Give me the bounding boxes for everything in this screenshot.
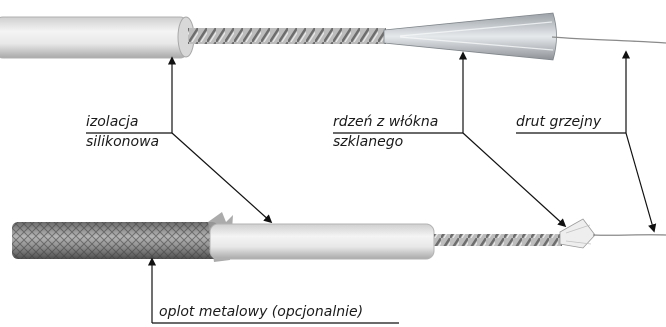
core-arrow-down — [463, 133, 565, 226]
wire-label: drut grzejny — [516, 114, 601, 131]
top-glass-fibre-fan — [384, 13, 557, 60]
leader-lines — [86, 52, 654, 323]
bottom-heating-wire — [593, 235, 666, 236]
top-heating-wire — [552, 37, 666, 43]
insulation-label-line2: silikonowa — [86, 134, 159, 151]
insulation-arrow-down — [172, 133, 271, 222]
wire-arrow-down — [626, 133, 654, 231]
braid-label: oplot metalowy (opcjonalnie) — [159, 304, 363, 321]
core-label-line2: szklanego — [333, 134, 403, 151]
core-label-line1: rdzeń z włókna — [333, 114, 438, 131]
top-cable — [0, 13, 666, 60]
top-silicone-jacket — [0, 17, 188, 58]
bottom-silicone-jacket — [210, 224, 434, 259]
insulation-label-line1: izolacja — [86, 114, 138, 131]
bottom-cable — [12, 212, 666, 262]
